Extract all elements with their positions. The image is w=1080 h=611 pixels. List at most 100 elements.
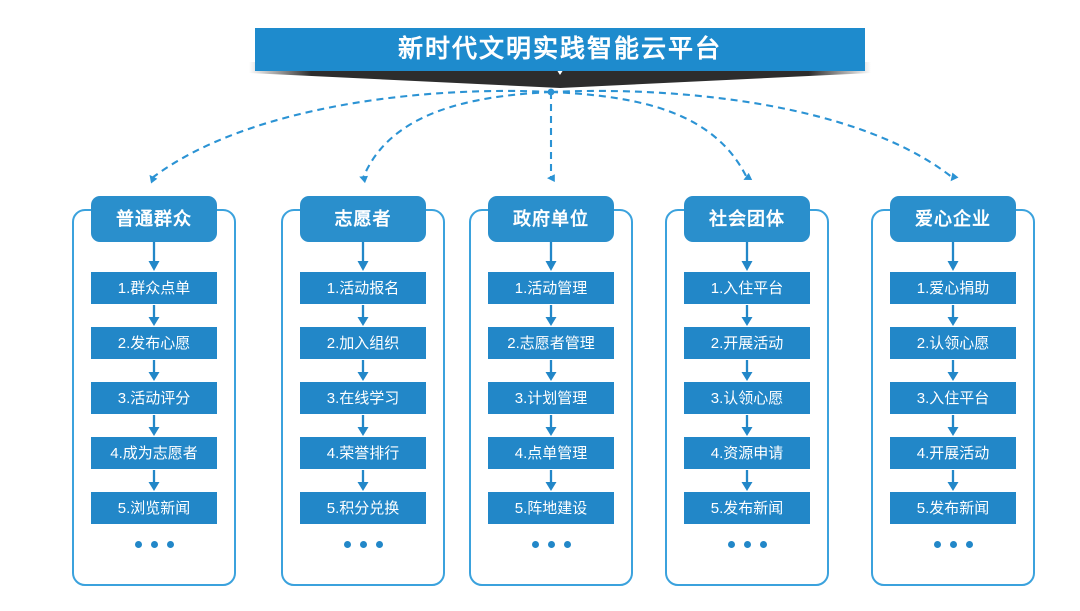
- flow-item[interactable]: 3.在线学习: [300, 382, 426, 414]
- flow-item-label: 2.开展活动: [710, 334, 784, 352]
- flow-item-label: 2.认领心愿: [916, 334, 990, 352]
- flow-item[interactable]: 1.群众点单: [91, 272, 217, 304]
- connector-to-column-1: [149, 89, 552, 184]
- column-body: 1.群众点单 2.发布心愿 3.活动评分 4.成为志愿者 5.浏览新闻: [91, 242, 217, 564]
- flow-item[interactable]: 2.开展活动: [684, 327, 810, 359]
- flow-item[interactable]: 3.入住平台: [890, 382, 1016, 414]
- ellipsis-dot: [547, 540, 555, 548]
- column-body: 1.活动管理 2.志愿者管理 3.计划管理 4.点单管理 5.阵地建设: [488, 242, 614, 564]
- flow-item[interactable]: 1.活动管理: [488, 272, 614, 304]
- flow-item[interactable]: 5.阵地建设: [488, 492, 614, 524]
- flow-item[interactable]: 1.活动报名: [300, 272, 426, 304]
- header-down-arrow-icon: [357, 242, 369, 271]
- flow-item-label: 4.荣誉排行: [326, 444, 400, 462]
- down-arrow-icon: [148, 360, 160, 381]
- flow-item[interactable]: 3.计划管理: [488, 382, 614, 414]
- column-body: 1.入住平台 2.开展活动 3.认领心愿 4.资源申请 5.发布新闻: [684, 242, 810, 564]
- column-header-caring-enterprise[interactable]: 爱心企业: [890, 196, 1016, 242]
- flow-item-label: 4.成为志愿者: [110, 444, 198, 462]
- flow-item[interactable]: 2.认领心愿: [890, 327, 1016, 359]
- down-arrow-icon: [148, 470, 160, 491]
- column-body: 1.爱心捐助 2.认领心愿 3.入住平台 4.开展活动 5.发布新闻: [890, 242, 1016, 564]
- more-items-ellipsis: [300, 524, 426, 564]
- flow-item[interactable]: 5.发布新闻: [684, 492, 810, 524]
- column-social-group[interactable]: 社会团体 1.入住平台 2.开展活动 3.认领心愿 4.资源申请 5.发布新闻: [665, 196, 829, 586]
- flow-item-label: 3.计划管理: [514, 389, 588, 407]
- flow-item-label: 3.认领心愿: [710, 389, 784, 407]
- flow-item[interactable]: 4.点单管理: [488, 437, 614, 469]
- flow-item[interactable]: 3.活动评分: [91, 382, 217, 414]
- down-arrow-icon: [357, 415, 369, 436]
- ellipsis-dot: [743, 540, 751, 548]
- column-volunteer[interactable]: 志愿者 1.活动报名 2.加入组织 3.在线学习 4.荣誉排行 5.积分兑换: [281, 196, 445, 586]
- column-ordinary-public[interactable]: 普通群众 1.群众点单 2.发布心愿 3.活动评分 4.成为志愿者 5.浏览新闻: [72, 196, 236, 586]
- more-items-ellipsis: [890, 524, 1016, 564]
- flow-item-label: 1.活动管理: [514, 279, 588, 297]
- flow-item-label: 5.发布新闻: [710, 499, 784, 517]
- column-header-label: 爱心企业: [915, 209, 991, 229]
- flow-item-label: 5.浏览新闻: [117, 499, 191, 517]
- ellipsis-dot: [933, 540, 941, 548]
- connector-to-column-5: [550, 89, 959, 182]
- header-down-arrow-icon: [741, 242, 753, 271]
- flow-item[interactable]: 5.浏览新闻: [91, 492, 217, 524]
- down-arrow-icon: [947, 415, 959, 436]
- flow-item-label: 1.入住平台: [710, 279, 784, 297]
- down-arrow-icon: [741, 360, 753, 381]
- ellipsis-dot: [375, 540, 383, 548]
- ellipsis-dot: [134, 540, 142, 548]
- column-header-government-unit[interactable]: 政府单位: [488, 196, 614, 242]
- column-header-volunteer[interactable]: 志愿者: [300, 196, 426, 242]
- ellipsis-dot: [759, 540, 767, 548]
- ellipsis-dot: [531, 540, 539, 548]
- connector-to-column-4: [550, 90, 753, 180]
- flow-item-label: 1.爱心捐助: [916, 279, 990, 297]
- column-caring-enterprise[interactable]: 爱心企业 1.爱心捐助 2.认领心愿 3.入住平台 4.开展活动 5.发布新闻: [871, 196, 1035, 586]
- page-title: 新时代文明实践智能云平台: [397, 35, 722, 63]
- column-header-label: 志愿者: [334, 209, 392, 229]
- column-header-label: 政府单位: [513, 209, 589, 229]
- column-government-unit[interactable]: 政府单位 1.活动管理 2.志愿者管理 3.计划管理 4.点单管理 5.阵地建设: [469, 196, 633, 586]
- flow-item-label: 3.活动评分: [117, 389, 191, 407]
- flow-item[interactable]: 3.认领心愿: [684, 382, 810, 414]
- column-header-ordinary-public[interactable]: 普通群众: [91, 196, 217, 242]
- down-arrow-icon: [148, 415, 160, 436]
- flow-item[interactable]: 5.积分兑换: [300, 492, 426, 524]
- more-items-ellipsis: [91, 524, 217, 564]
- flow-item[interactable]: 2.发布心愿: [91, 327, 217, 359]
- ellipsis-dot: [166, 540, 174, 548]
- ellipsis-dot: [150, 540, 158, 548]
- flow-item-label: 1.群众点单: [117, 279, 191, 297]
- flow-item-label: 3.入住平台: [916, 389, 990, 407]
- flow-item[interactable]: 2.志愿者管理: [488, 327, 614, 359]
- flow-item-label: 4.点单管理: [514, 444, 588, 462]
- flow-item[interactable]: 2.加入组织: [300, 327, 426, 359]
- column-body: 1.活动报名 2.加入组织 3.在线学习 4.荣誉排行 5.积分兑换: [300, 242, 426, 564]
- down-arrow-icon: [357, 470, 369, 491]
- ellipsis-dot: [359, 540, 367, 548]
- down-arrow-icon: [741, 415, 753, 436]
- down-arrow-icon: [947, 305, 959, 326]
- flow-item[interactable]: 4.荣誉排行: [300, 437, 426, 469]
- platform-title-bar: 新时代文明实践智能云平台: [255, 28, 865, 71]
- flow-item[interactable]: 4.成为志愿者: [91, 437, 217, 469]
- flow-item-label: 2.发布心愿: [117, 334, 191, 352]
- header-down-arrow-icon: [148, 242, 160, 271]
- column-header-label: 普通群众: [116, 209, 192, 229]
- down-arrow-icon: [357, 305, 369, 326]
- ellipsis-dot: [563, 540, 571, 548]
- ellipsis-dot: [965, 540, 973, 548]
- flow-item[interactable]: 4.资源申请: [684, 437, 810, 469]
- flow-item[interactable]: 1.入住平台: [684, 272, 810, 304]
- flow-item-label: 4.开展活动: [916, 444, 990, 462]
- flow-item[interactable]: 1.爱心捐助: [890, 272, 1016, 304]
- more-items-ellipsis: [488, 524, 614, 564]
- ellipsis-dot: [949, 540, 957, 548]
- flow-item[interactable]: 4.开展活动: [890, 437, 1016, 469]
- platform-title-banner: 新时代文明实践智能云平台: [249, 28, 871, 90]
- column-header-social-group[interactable]: 社会团体: [684, 196, 810, 242]
- flow-item-label: 2.加入组织: [326, 334, 400, 352]
- role-columns: 普通群众 1.群众点单 2.发布心愿 3.活动评分 4.成为志愿者 5.浏览新闻: [0, 196, 1080, 596]
- flow-item[interactable]: 5.发布新闻: [890, 492, 1016, 524]
